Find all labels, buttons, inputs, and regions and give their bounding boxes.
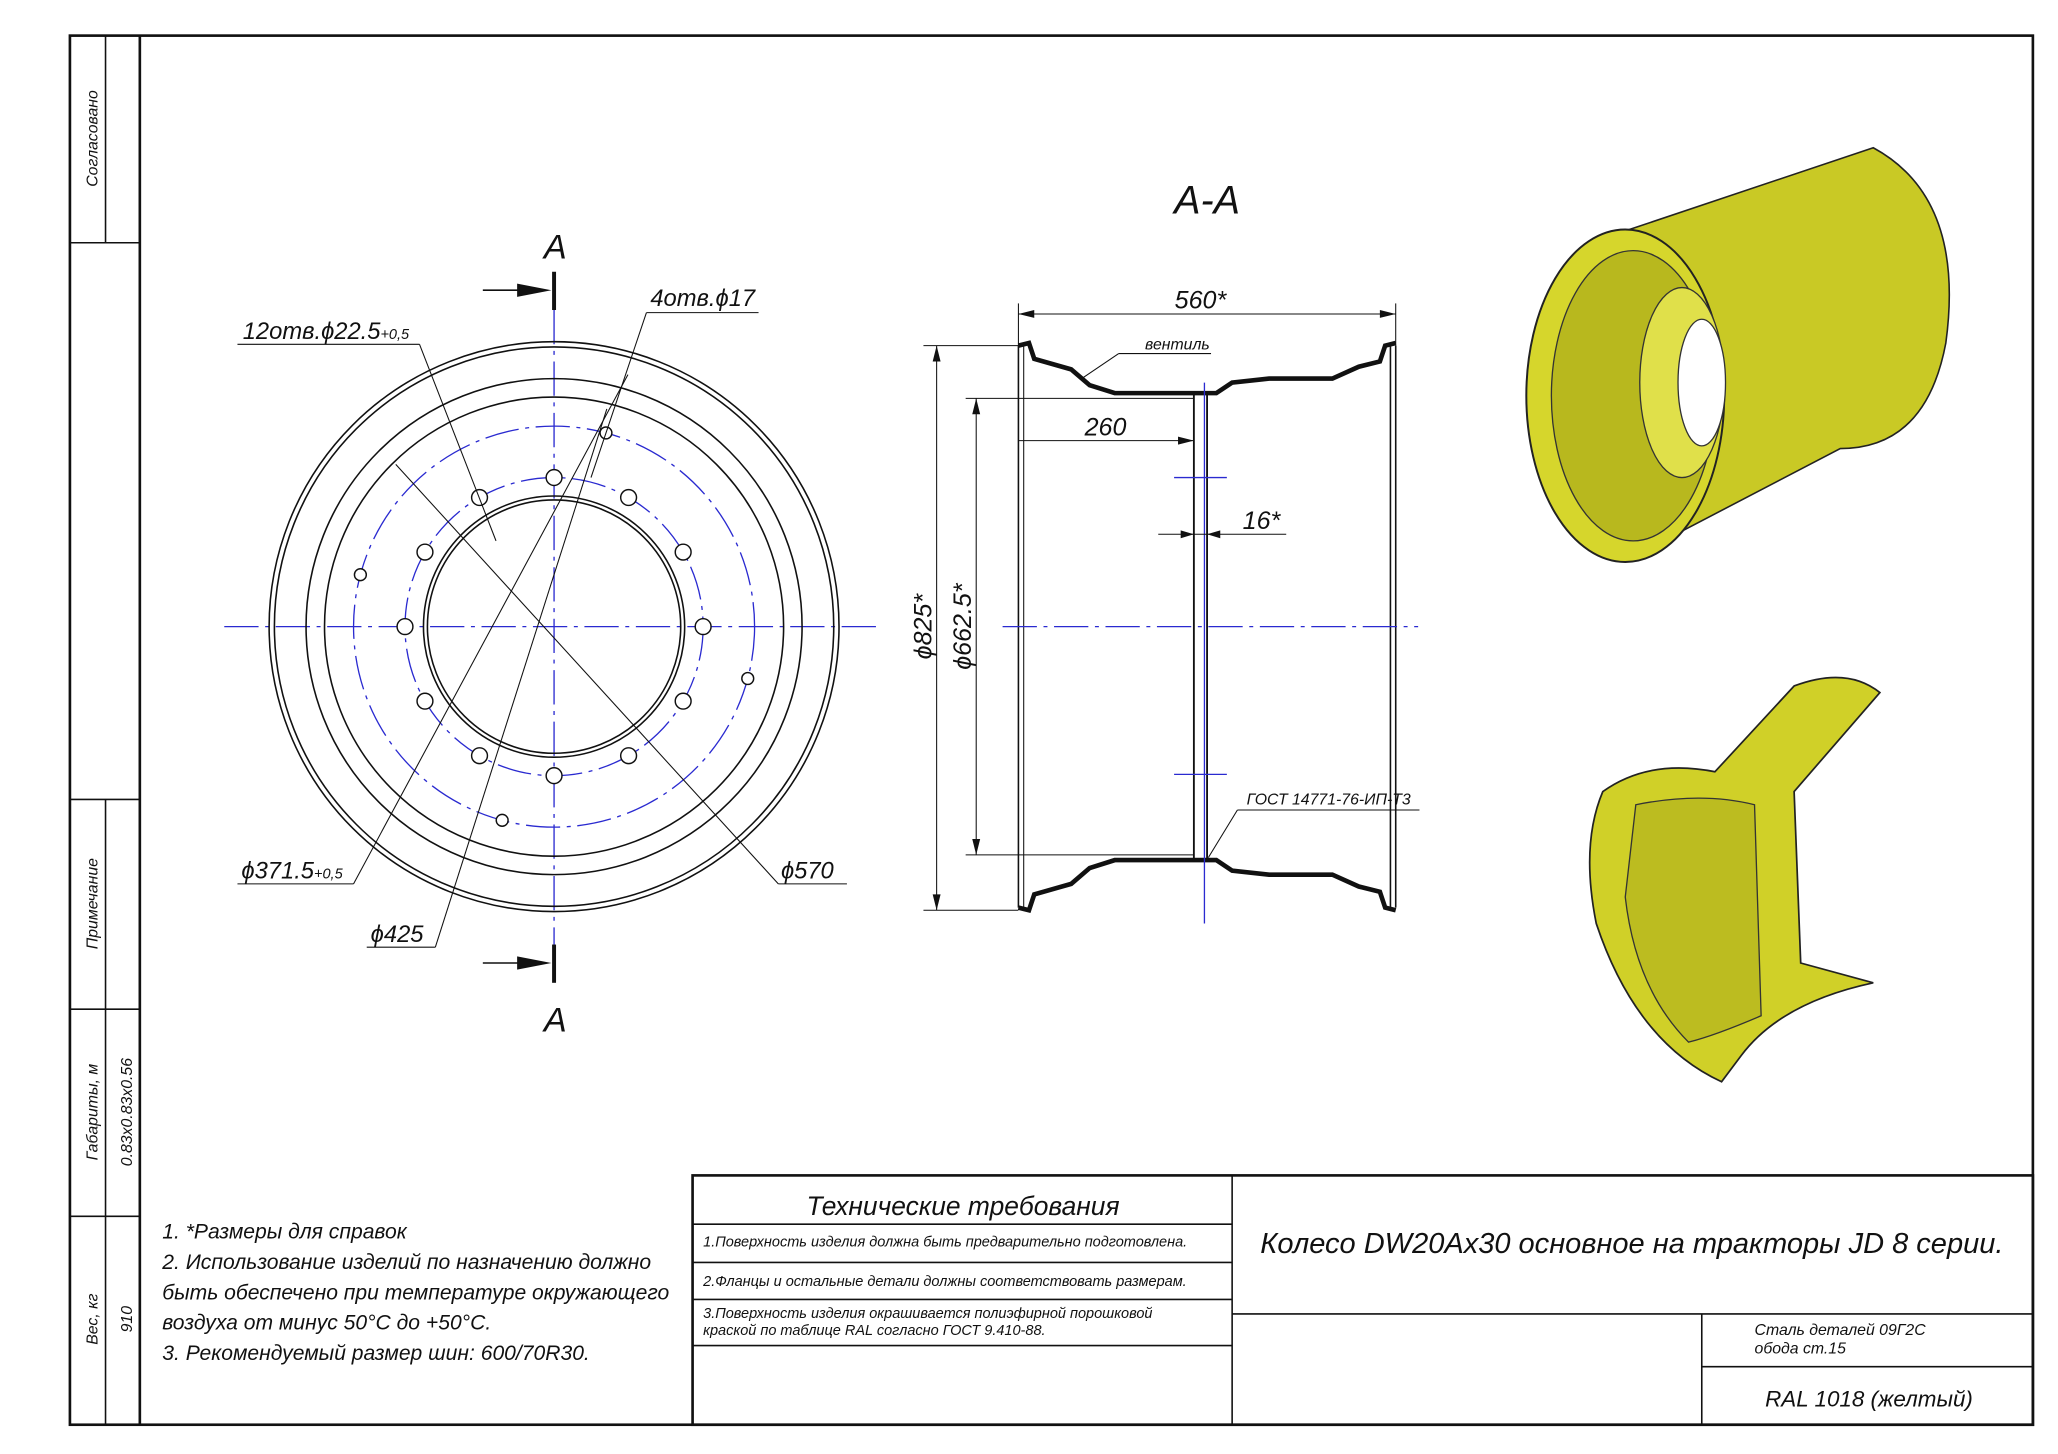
section-view: А-А 560* вентиль 260 16* ϕ825* ϕ662.5* Г… — [909, 179, 1420, 924]
bolt-holes-12 — [396, 468, 712, 785]
hole — [741, 671, 755, 686]
tech-requirement-item: краской по таблице RAL согласно ГОСТ 9.4… — [703, 1323, 1045, 1339]
note-line: быть обеспечено при температуре окружающ… — [162, 1281, 669, 1304]
hole — [619, 488, 638, 507]
weight-value: 910 — [119, 1306, 136, 1333]
dia-570-label: ϕ570 — [781, 859, 834, 885]
dimensions-label: Габариты, м — [85, 1064, 102, 1161]
hole — [619, 747, 638, 765]
dia-371-label: ϕ371.5+0,5 — [241, 859, 343, 885]
holes-4-label: 4отв.ϕ17 — [650, 286, 756, 312]
note-line: 3. Рекомендуемый размер шин: 600/70R30. — [162, 1342, 590, 1365]
weld-standard: ГОСТ 14771-76-ИП-Т3 — [1247, 792, 1411, 809]
agreed-label: Согласовано — [85, 90, 102, 187]
valve-holes-4 — [353, 426, 755, 827]
material-line: обода ст.15 — [1755, 1340, 1847, 1357]
hole — [545, 767, 563, 785]
holes-12-label: 12отв.ϕ22.5+0,5 — [243, 319, 410, 345]
dia-825-dim: ϕ825* — [909, 593, 937, 660]
hole — [545, 468, 563, 487]
weight-label: Вес, кг — [85, 1293, 102, 1344]
rim-profile-bottom — [1017, 857, 1397, 914]
hole — [470, 747, 489, 765]
hole — [674, 543, 692, 561]
section-mark-top: А — [542, 229, 567, 267]
width-dim: 560* — [1175, 287, 1228, 315]
hole — [694, 617, 712, 636]
disc-section — [1192, 392, 1208, 862]
note-line: 2. Использование изделий по назначению д… — [161, 1251, 651, 1274]
wheel-3d-render — [1525, 146, 1951, 563]
valve-label: вентиль — [1145, 337, 1210, 354]
dia-425-label: ϕ425 — [371, 922, 425, 948]
wheel-cutaway-render — [1588, 676, 1882, 1083]
tech-requirements-title: Технические требования — [806, 1191, 1119, 1221]
title-block: Технические требования 1.Поверхность изд… — [691, 1174, 2035, 1427]
front-view: А А 12отв.ϕ22.5+0,5 4отв.ϕ17 ϕ371.5+0,5 … — [224, 229, 882, 1040]
hole — [416, 692, 434, 710]
tech-requirement-item: 1.Поверхность изделия должна быть предва… — [703, 1235, 1187, 1251]
note-line: 1. *Размеры для справок — [162, 1221, 407, 1244]
dimensions-value: 0.83x0.83x0.56 — [119, 1058, 136, 1166]
hole — [495, 813, 509, 827]
hole — [416, 543, 434, 561]
dia-662-dim: ϕ662.5* — [949, 582, 977, 670]
hole — [674, 692, 692, 710]
hole — [396, 617, 414, 636]
material-line: Сталь деталей 09Г2С — [1755, 1322, 1927, 1339]
section-title: А-А — [1172, 179, 1240, 223]
rim-profile-top — [1017, 340, 1397, 396]
hole — [353, 568, 368, 582]
tech-requirement-item: 3.Поверхность изделия окрашивается полиэ… — [703, 1306, 1152, 1322]
note-label: Примечание — [85, 858, 102, 949]
tech-requirement-item: 2.Фланцы и остальные детали должны соотв… — [702, 1274, 1187, 1290]
offset-dim: 260 — [1084, 413, 1127, 441]
disc-thickness-dim: 16* — [1243, 507, 1282, 535]
side-strip: Согласовано Примечание Габариты, м 0.83x… — [69, 35, 140, 1425]
note-line: воздуха от минус 50°С до +50°С. — [162, 1312, 491, 1335]
paint-color: RAL 1018 (желтый) — [1765, 1386, 1973, 1411]
product-title: Колесо DW20Ax30 основное на тракторы JD … — [1260, 1228, 2003, 1260]
section-mark-bottom: А — [542, 1002, 567, 1040]
general-notes: 1. *Размеры для справок 2. Использование… — [161, 1221, 669, 1365]
